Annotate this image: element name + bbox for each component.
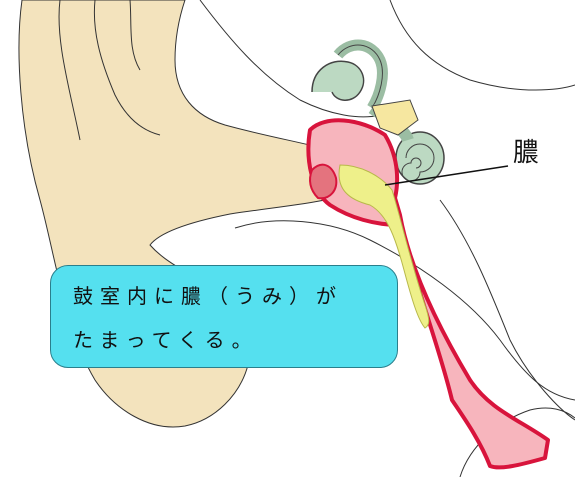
skull-contour xyxy=(200,0,575,117)
pus-label: 膿 xyxy=(513,140,539,166)
callout-line-1: 鼓室内に膿（うみ）が xyxy=(73,286,343,306)
eardrum xyxy=(310,165,336,199)
callout-box: 鼓室内に膿（うみ）が たまってくる。 xyxy=(50,265,398,368)
callout-line-2: たまってくる。 xyxy=(73,330,259,350)
